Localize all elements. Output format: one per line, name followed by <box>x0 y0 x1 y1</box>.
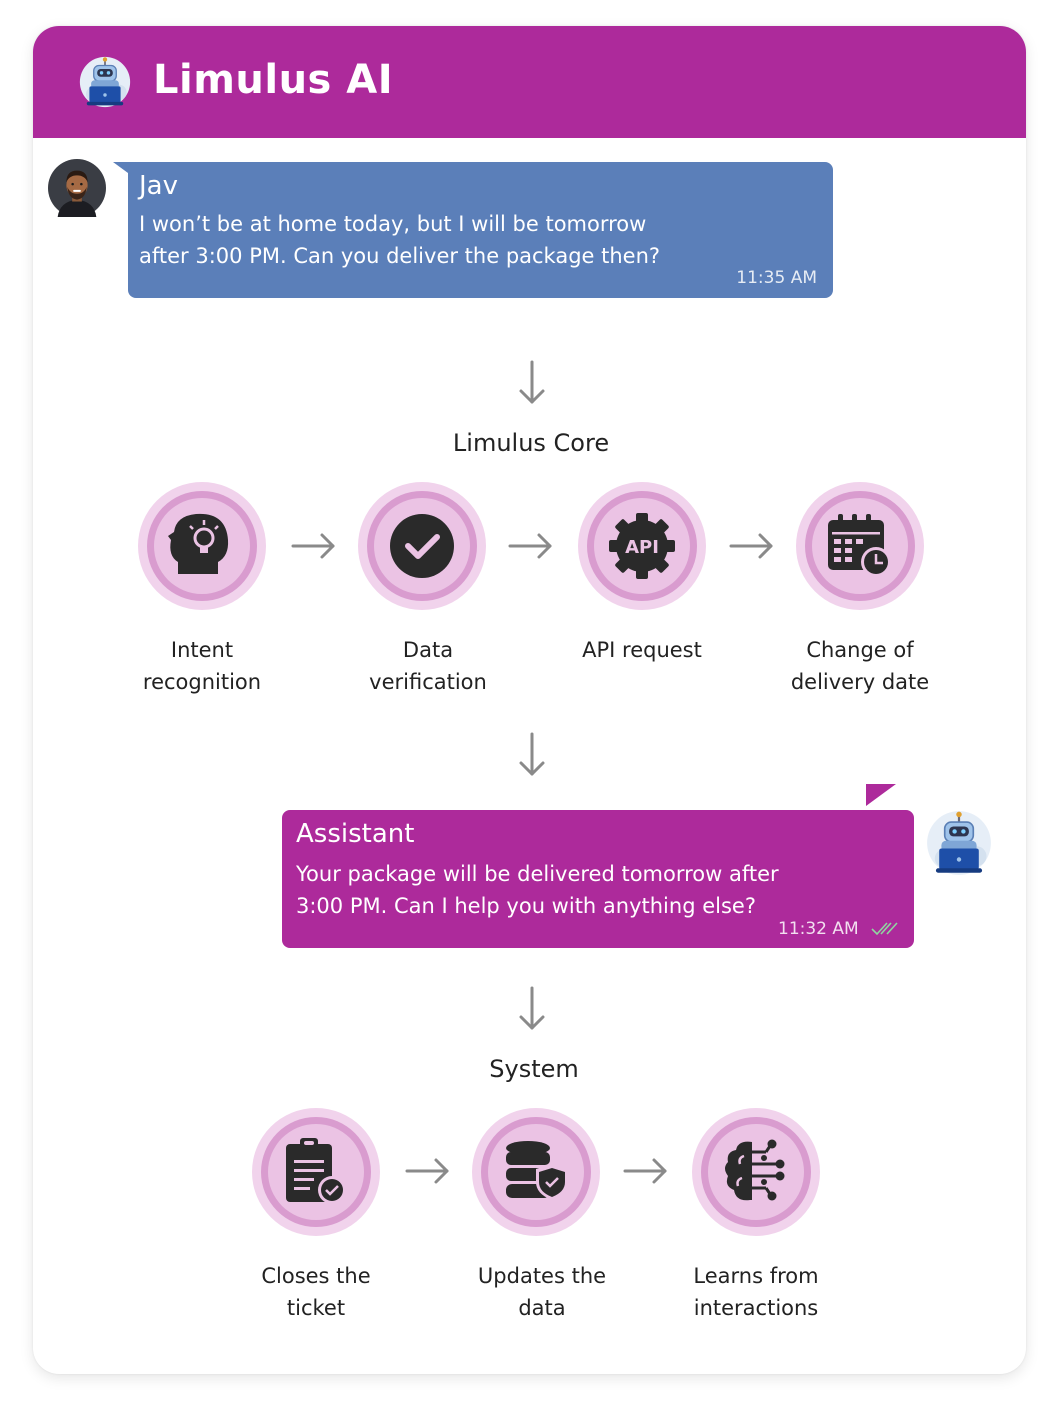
right-arrow-icon <box>508 532 554 560</box>
step-label: API request <box>582 638 702 662</box>
assistant-message-line-1: Your package will be delivered tomorrow … <box>296 862 779 886</box>
user-message-time: 11:35 AM <box>736 268 817 288</box>
node-closes-ticket <box>252 1108 380 1236</box>
calendar-clock-icon <box>828 514 891 577</box>
clipboard-check-icon <box>286 1138 346 1204</box>
app-header: Limulus AI <box>33 26 1026 138</box>
svg-text:API: API <box>625 537 659 558</box>
head-lightbulb-icon <box>168 513 229 574</box>
app-title: Limulus AI <box>153 57 394 103</box>
node-learns-interactions <box>692 1108 820 1236</box>
user-message-bubble: Jav I won’t be at home today, but I will… <box>128 162 833 298</box>
node-data-verification <box>358 482 486 610</box>
node-api-request: API <box>578 482 706 610</box>
double-check-icon <box>871 922 898 936</box>
user-message-line-2: after 3:00 PM. Can you deliver the packa… <box>139 244 661 268</box>
robot-logo-icon <box>79 56 131 108</box>
assistant-avatar <box>926 810 992 876</box>
node-change-delivery-date <box>796 482 924 610</box>
assistant-name: Assistant <box>296 819 415 849</box>
assistant-message-bubble: Assistant Your package will be delivered… <box>282 810 914 948</box>
right-arrow-icon <box>405 1157 451 1185</box>
node-intent-recognition <box>138 482 266 610</box>
system-title: System <box>489 1055 579 1083</box>
api-gear-icon: API <box>609 513 675 579</box>
check-circle-icon <box>390 514 454 578</box>
core-title: Limulus Core <box>452 429 610 457</box>
assistant-message-time: 11:32 AM <box>778 919 859 939</box>
assistant-bubble-tail <box>866 784 896 806</box>
node-updates-data <box>472 1108 600 1236</box>
database-shield-icon <box>506 1141 568 1200</box>
user-message-line-1: I won’t be at home today, but I will be … <box>139 212 647 236</box>
user-avatar <box>48 159 106 217</box>
down-arrow-icon <box>517 986 547 1032</box>
brain-circuit-icon <box>725 1139 785 1201</box>
down-arrow-icon <box>517 360 547 406</box>
right-arrow-icon <box>729 532 775 560</box>
assistant-message-line-2: 3:00 PM. Can I help you with anything el… <box>296 894 756 918</box>
down-arrow-icon <box>517 732 547 778</box>
user-name: Jav <box>139 171 178 201</box>
right-arrow-icon <box>623 1157 669 1185</box>
right-arrow-icon <box>291 532 337 560</box>
